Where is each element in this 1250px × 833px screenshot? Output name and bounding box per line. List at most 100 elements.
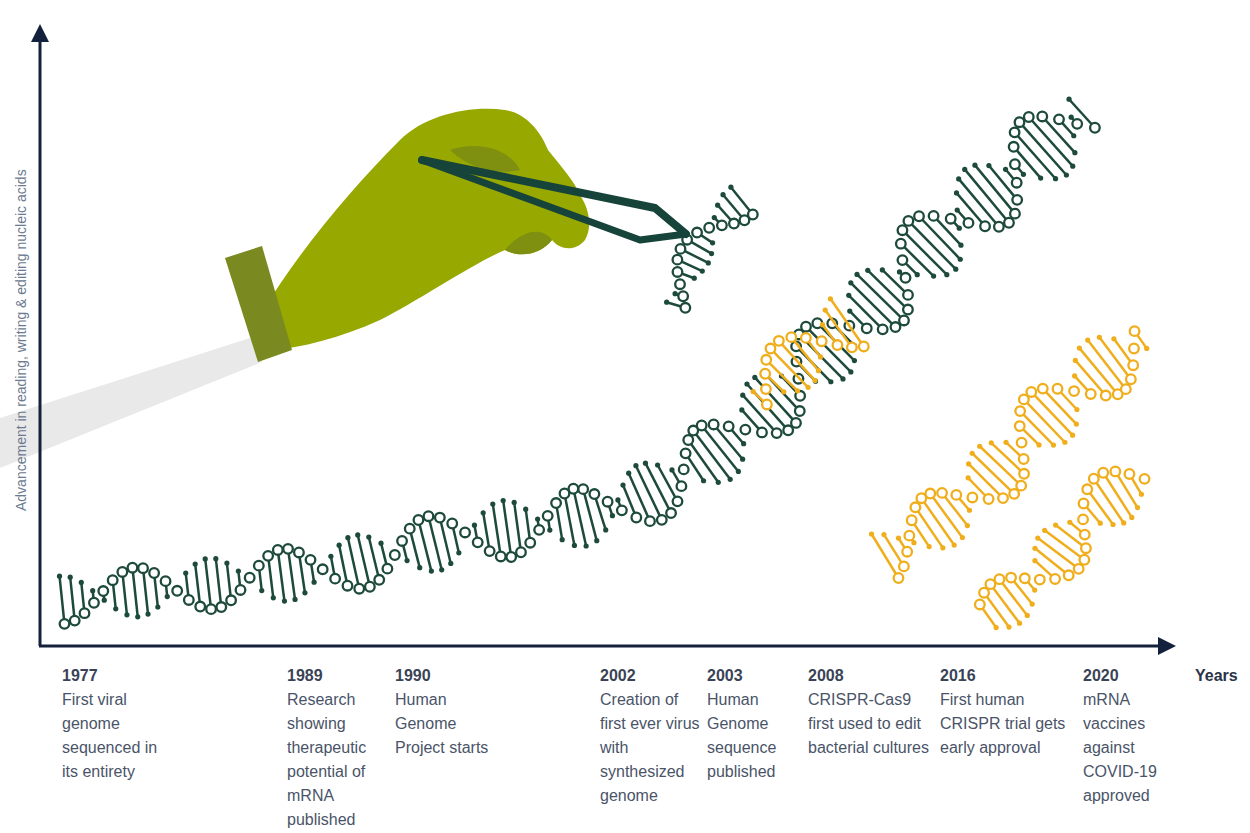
rung-node: [724, 422, 734, 432]
rung-dot: [610, 513, 615, 518]
year-label: 2003: [707, 664, 805, 688]
rung-dot: [701, 478, 706, 483]
rung-node: [1019, 454, 1029, 464]
rung-dot: [1097, 335, 1102, 340]
rung-node: [675, 279, 685, 289]
rung-node: [1035, 575, 1045, 585]
tweezers: [422, 160, 686, 240]
rung-node: [905, 531, 915, 541]
helix: [869, 326, 1149, 582]
rung-dot: [404, 558, 409, 563]
rung-node: [903, 305, 913, 315]
rung-dot: [915, 272, 920, 277]
year-label: 1989: [287, 664, 387, 688]
rung-node: [263, 551, 273, 561]
rung-dot: [1069, 115, 1074, 120]
rung-node: [1078, 515, 1088, 525]
rung-dot: [712, 215, 717, 220]
rung-dot: [620, 482, 625, 487]
rung-dot: [1070, 433, 1075, 438]
base-pair-rung: [999, 579, 1027, 615]
rung-node: [1069, 386, 1079, 396]
rung-node: [692, 228, 702, 238]
rung-dot: [1077, 346, 1082, 351]
rung-dot: [1021, 172, 1026, 177]
base-pair-rung: [1087, 489, 1113, 524]
rung-dot: [972, 163, 977, 168]
rung-dot: [962, 167, 967, 172]
rung-dot: [1144, 346, 1149, 351]
rung-node: [911, 503, 921, 513]
milestone-text: CRISPR-Cas9 first used to edit bacterial…: [808, 688, 936, 760]
base-pair-rung: [428, 516, 441, 570]
rung-node: [998, 493, 1008, 503]
rung-node: [1009, 142, 1019, 152]
base-pair-rung: [766, 360, 797, 391]
rung-dot: [931, 274, 936, 279]
base-pair-rung: [1038, 538, 1079, 569]
rung-dot: [953, 267, 958, 272]
rung-dot: [378, 541, 383, 546]
rung-dot: [456, 550, 461, 555]
rung-node: [306, 555, 316, 565]
rung-dot: [994, 625, 999, 630]
rung-dot: [846, 293, 851, 298]
base-pair-rung: [418, 520, 431, 571]
rung-dot: [615, 497, 620, 502]
rung-node: [914, 211, 924, 221]
rung-dot: [847, 309, 852, 314]
rung-node: [206, 604, 216, 614]
rung-dot: [965, 523, 970, 528]
rung-dot: [744, 381, 749, 386]
base-pair-rung: [636, 466, 662, 520]
rung-dot: [880, 267, 885, 272]
base-pair-rung: [915, 507, 943, 548]
milestone-text: First viral genome sequenced in its enti…: [62, 688, 172, 784]
rung-node: [761, 355, 771, 365]
rung-dot: [655, 462, 660, 467]
rung-dot: [1066, 97, 1071, 102]
rung-node: [683, 435, 693, 445]
rung-dot: [523, 507, 528, 512]
rung-node: [1024, 112, 1034, 122]
rung-node: [801, 333, 811, 343]
helix-guide: [988, 478, 1146, 616]
axes: [31, 24, 1176, 655]
rung-node: [1086, 389, 1096, 399]
rung-node: [717, 221, 727, 231]
rung-node: [460, 528, 470, 538]
rung-dot: [165, 594, 170, 599]
rung-dot: [967, 508, 972, 513]
rung-dot: [79, 580, 84, 585]
rung-node: [681, 449, 691, 459]
rung-dot: [1129, 515, 1134, 520]
base-pair-rung: [268, 556, 273, 598]
glove: [262, 109, 589, 350]
rung-node: [1050, 574, 1060, 584]
rung-dot: [1062, 440, 1067, 445]
rung-node: [772, 428, 782, 438]
rung-dot: [193, 561, 198, 566]
base-pair-rung: [410, 529, 420, 568]
rung-dot: [355, 532, 360, 537]
rung-dot: [1038, 176, 1043, 181]
rung-node: [374, 575, 384, 585]
base-pair-rung: [658, 465, 678, 501]
rung-node: [673, 497, 683, 507]
rung-dot: [584, 543, 589, 548]
rung-dot: [865, 268, 870, 273]
rung-node: [760, 369, 770, 379]
x-axis-title: Years: [1195, 664, 1238, 688]
rung-node: [273, 545, 283, 555]
rung-dot: [958, 257, 963, 262]
rung-node: [1010, 159, 1020, 169]
rung-dot: [203, 556, 208, 561]
rung-dot: [869, 531, 874, 536]
rung-dot: [448, 561, 453, 566]
rung-node: [898, 255, 908, 265]
rung-node: [902, 547, 912, 557]
base-pair-rung: [369, 537, 379, 580]
rung-dot: [1053, 176, 1058, 181]
rung-node: [762, 400, 772, 410]
rung-node: [354, 584, 364, 594]
